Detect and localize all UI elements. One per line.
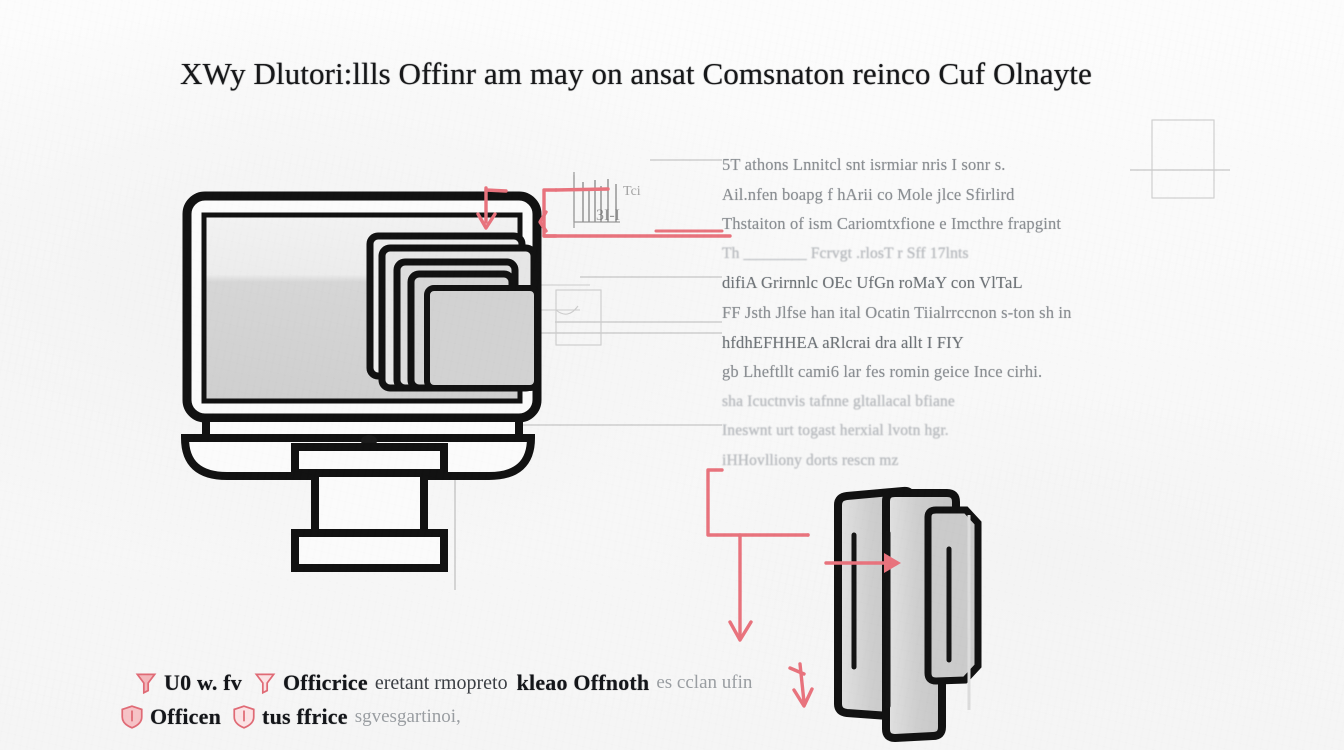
legend-bold-label: Officen [150,704,222,729]
bracket-notch [538,210,548,233]
callout-path-down [706,468,810,537]
legend-soft-label: sgvesgartinoi, [354,706,461,727]
note-line: FF Jsth Jlfse han ital Ocatin Tiialrrccn… [722,302,1072,322]
note-line: Thstaiton of ism Cariomtxfione e Imcthre… [722,214,1062,234]
legend: U0 w. fv Officrice eretant rmopreto klea… [121,666,848,734]
legend-soft-label: es cclan ufin [656,672,753,693]
arrow-monitor-corner-head [476,212,497,230]
legend-row: U0 w. fv Officrice eretant rmopreto klea… [128,666,848,700]
window-stack-5 [424,285,540,391]
note-line: 5T athons Lnnitcl snt isrmiar nris I son… [722,155,1006,174]
arrow-legend-end-shaft [798,662,806,704]
funnel-icon [135,673,157,695]
note-line: sha Icuctnvis tafnne gltallacal bfiane [722,392,955,410]
annotation-text-block: 5T athons Lnnitcl snt isrmiar nris I son… [722,150,1227,476]
chart-glyph-text: Tci 3I-I [596,184,641,224]
arrow-into-panels-head [884,553,901,573]
legend-lead-label: U0 w. fv [164,670,242,695]
page-title: XWy Dlutori:llls Offinr am may on ansat … [180,56,1092,91]
note-line: Th ________ Fcrvgt .rlosT r Sff 17lnts [722,244,969,262]
callout-path-arrowhead [728,620,753,642]
note-line: hfdhEFHHEA aRlcrai dra allt I FIY [722,332,964,352]
note-line: difiA Grirnnlc OEc UfGn roMaY con VlTaL [722,273,1023,293]
note-line: iHHovlliony dorts rescn mz [722,451,899,469]
faint-box-small [555,289,602,346]
svg-text:3I-I: 3I-I [596,207,620,224]
stand-foot [291,529,448,572]
chart-bars [582,179,617,222]
panel-side [924,506,982,685]
arrow-legend-end-tick [788,666,806,676]
legend-bold-label-2: tus ffrice [262,704,348,729]
note-line: Ineswnt urt togast herxial lvotn hgr. [722,422,949,440]
svg-text:Tci: Tci [623,184,641,199]
legend-mid-label: eretant rmopreto [374,671,508,694]
faint-squiggle [555,305,579,315]
legend-bold-label-2: kleao Offnoth [516,670,650,695]
shield-icon [121,705,143,729]
legend-bold-label: Officrice [283,670,368,695]
funnel-icon [254,673,276,695]
arrow-legend-end-head [792,687,814,708]
note-line: Ail.nfen boapg f hArii co Mole jlce Sfir… [722,184,1015,204]
shield-icon [233,705,255,729]
bracket-top-arm [554,187,610,192]
note-line: gb Lheftllt cami6 lar fes romin geice In… [722,362,1043,382]
legend-row: Officen tus ffrice sgvesgartinoi, [114,700,848,734]
arrow-monitor-corner-tick [484,188,508,193]
faint-box-right [1151,119,1215,199]
